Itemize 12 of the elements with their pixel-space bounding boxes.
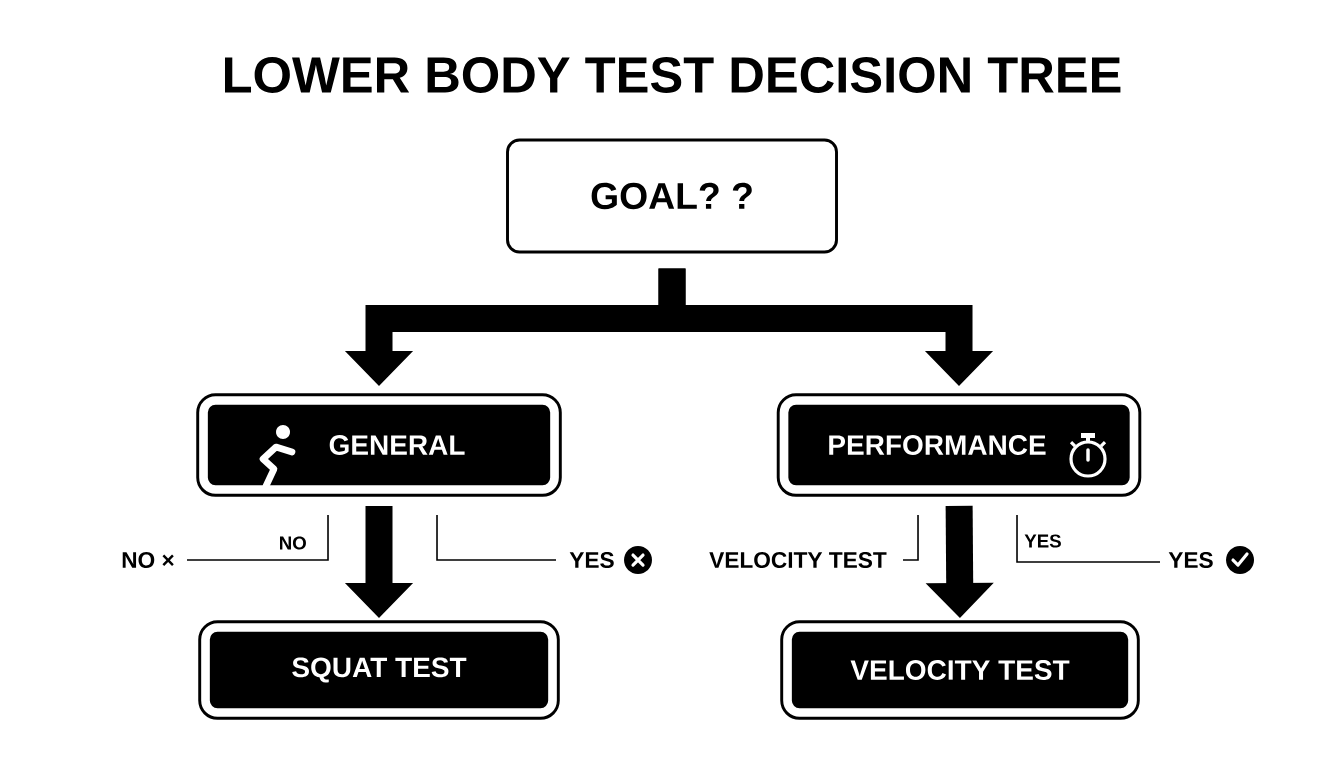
answer-label: YES xyxy=(1024,534,1061,548)
title: LOWER BODY TEST DECISION TREE xyxy=(225,57,1121,93)
answer-label: NO × xyxy=(122,552,174,569)
question-box: GOAL? ? xyxy=(506,138,838,254)
answer-label: YES xyxy=(1168,552,1213,569)
answer-label: YES xyxy=(569,552,614,569)
result-box: VELOCITY TEST xyxy=(780,620,1140,720)
answer-label: VELOCITY TEST xyxy=(709,552,887,569)
option-box: GENERAL xyxy=(196,393,562,497)
option-box: PERFORMANCE xyxy=(776,393,1142,497)
answer-label: NO xyxy=(280,536,306,550)
result-box: SQUAT TEST xyxy=(198,620,560,720)
